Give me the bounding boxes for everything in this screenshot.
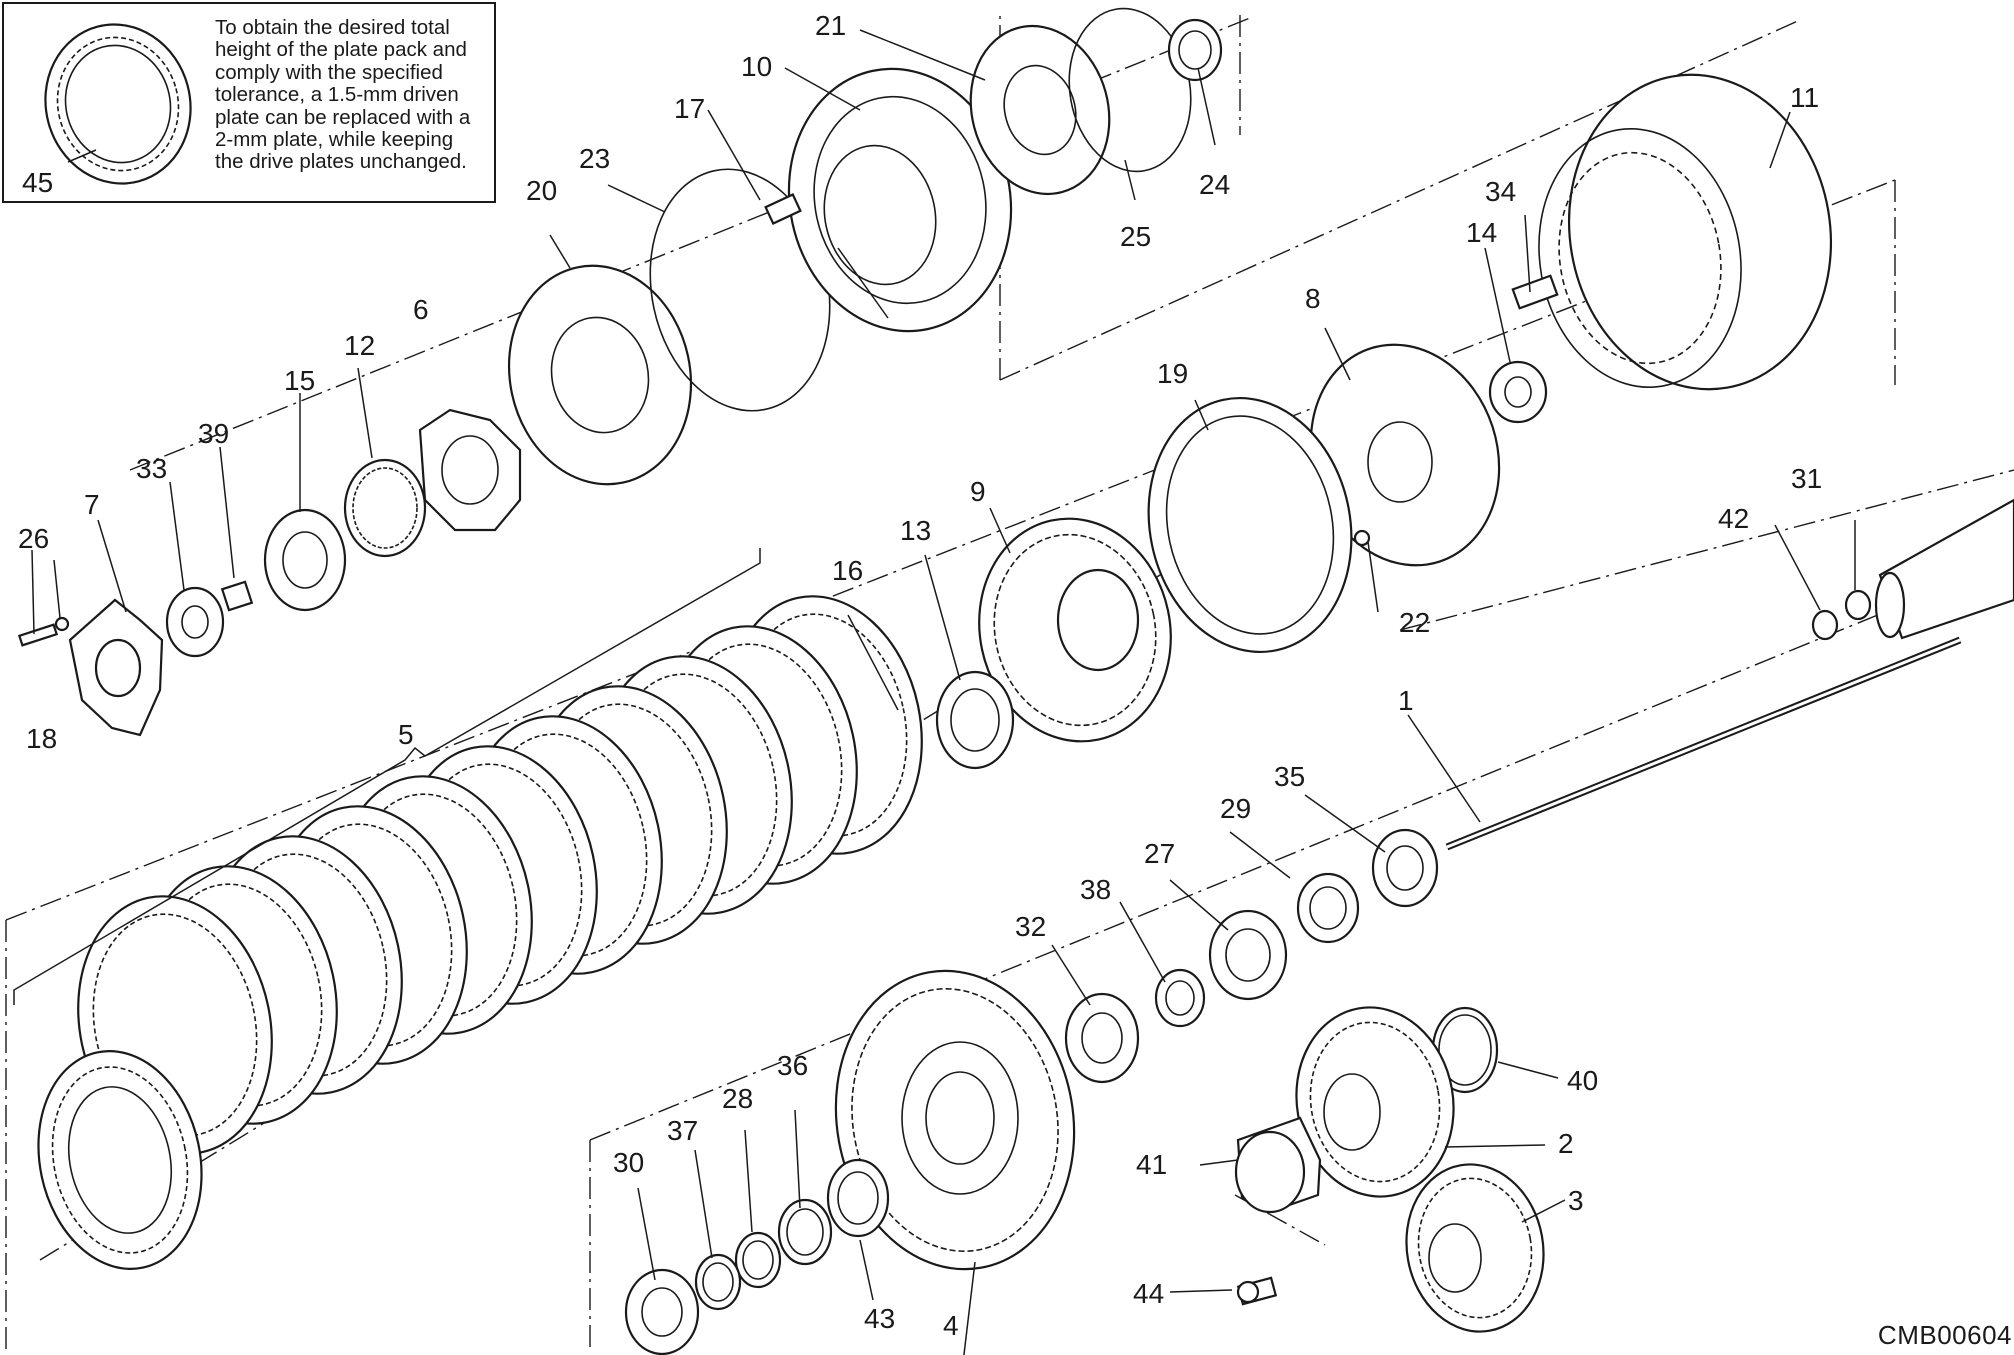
callout-16: 16: [832, 555, 863, 586]
callout-28: 28: [722, 1083, 753, 1114]
callout-33: 33: [136, 453, 167, 484]
callout-44: 44: [1133, 1278, 1164, 1309]
leader-lines: [31, 29, 1856, 1355]
callout-30: 30: [613, 1147, 644, 1178]
callout-9: 9: [970, 476, 986, 507]
callout-18: 18: [26, 723, 57, 754]
callout-26: 26: [18, 523, 49, 554]
pushrod-shaft-assembly: [1064, 636, 1962, 1084]
callout-19: 19: [1157, 358, 1188, 389]
right-gear-parts: [1234, 1006, 1545, 1333]
callout-22: 22: [1399, 607, 1430, 638]
shaft-end-parts: [1811, 498, 2014, 641]
callout-7: 7: [84, 489, 100, 520]
callout-41: 41: [1136, 1149, 1167, 1180]
callout-1: 1: [1398, 685, 1414, 716]
callout-20: 20: [526, 175, 557, 206]
top-spring-parts: [969, 7, 1223, 196]
clutch-housing-assembly: [1309, 73, 1833, 567]
plate-note-text: To obtain the desired total height of th…: [215, 16, 495, 174]
primary-gear-assembly: [888, 396, 1353, 770]
callout-2: 2: [1558, 1128, 1574, 1159]
note-line: the drive plates unchanged.: [215, 150, 467, 174]
callout-21: 21: [815, 10, 846, 41]
callout-39: 39: [198, 418, 229, 449]
lower-gear-assembly: [624, 969, 1076, 1355]
callout-3: 3: [1568, 1185, 1584, 1216]
note-line: To obtain the desired total: [215, 16, 450, 39]
callout-36: 36: [777, 1050, 808, 1081]
callout-23: 23: [579, 143, 610, 174]
driven-plate-illustration: [44, 23, 192, 185]
callout-37: 37: [667, 1115, 698, 1146]
callout-35: 35: [1274, 761, 1305, 792]
callout-43: 43: [864, 1303, 895, 1334]
callout-8: 8: [1305, 283, 1321, 314]
callout-6: 6: [413, 294, 429, 325]
callout-38: 38: [1080, 874, 1111, 905]
callout-25: 25: [1120, 221, 1151, 252]
clutch-plate-stack: [37, 595, 923, 1270]
callout-45: 45: [22, 167, 53, 198]
callout-24: 24: [1199, 169, 1230, 200]
left-hub-parts: [17, 580, 254, 737]
callout-29: 29: [1220, 793, 1251, 824]
callout-40: 40: [1567, 1065, 1598, 1096]
callout-34: 34: [1485, 176, 1516, 207]
note-line: comply with the specified: [215, 60, 443, 84]
plate-stack-bracket: [13, 548, 761, 1005]
note-line: plate can be replaced with a: [215, 105, 471, 129]
callout-32: 32: [1015, 911, 1046, 942]
note-line: 2-mm plate, while keeping: [215, 128, 454, 152]
pressure-plate-assembly: [507, 67, 1013, 486]
callout-13: 13: [900, 515, 931, 546]
callout-labels: 1 2 3 4 5 6 7 8 9 10 11 12 13 14 15 16 1…: [18, 10, 1822, 1341]
drawing-code: CMB00604: [1877, 1320, 2012, 1350]
callout-17: 17: [674, 93, 705, 124]
callout-31: 31: [1791, 463, 1822, 494]
callout-4: 4: [943, 1310, 959, 1341]
callout-15: 15: [284, 365, 315, 396]
callout-27: 27: [1144, 838, 1175, 869]
callout-14: 14: [1466, 217, 1497, 248]
note-line: height of the plate pack and: [215, 38, 467, 62]
callout-5: 5: [398, 719, 414, 750]
callout-12: 12: [344, 330, 375, 361]
callout-10: 10: [741, 51, 772, 82]
callout-11: 11: [1790, 82, 1819, 113]
pressure-cap-parts: [263, 408, 522, 612]
note-line: tolerance, a 1.5-mm driven: [215, 83, 459, 107]
callout-42: 42: [1718, 503, 1749, 534]
